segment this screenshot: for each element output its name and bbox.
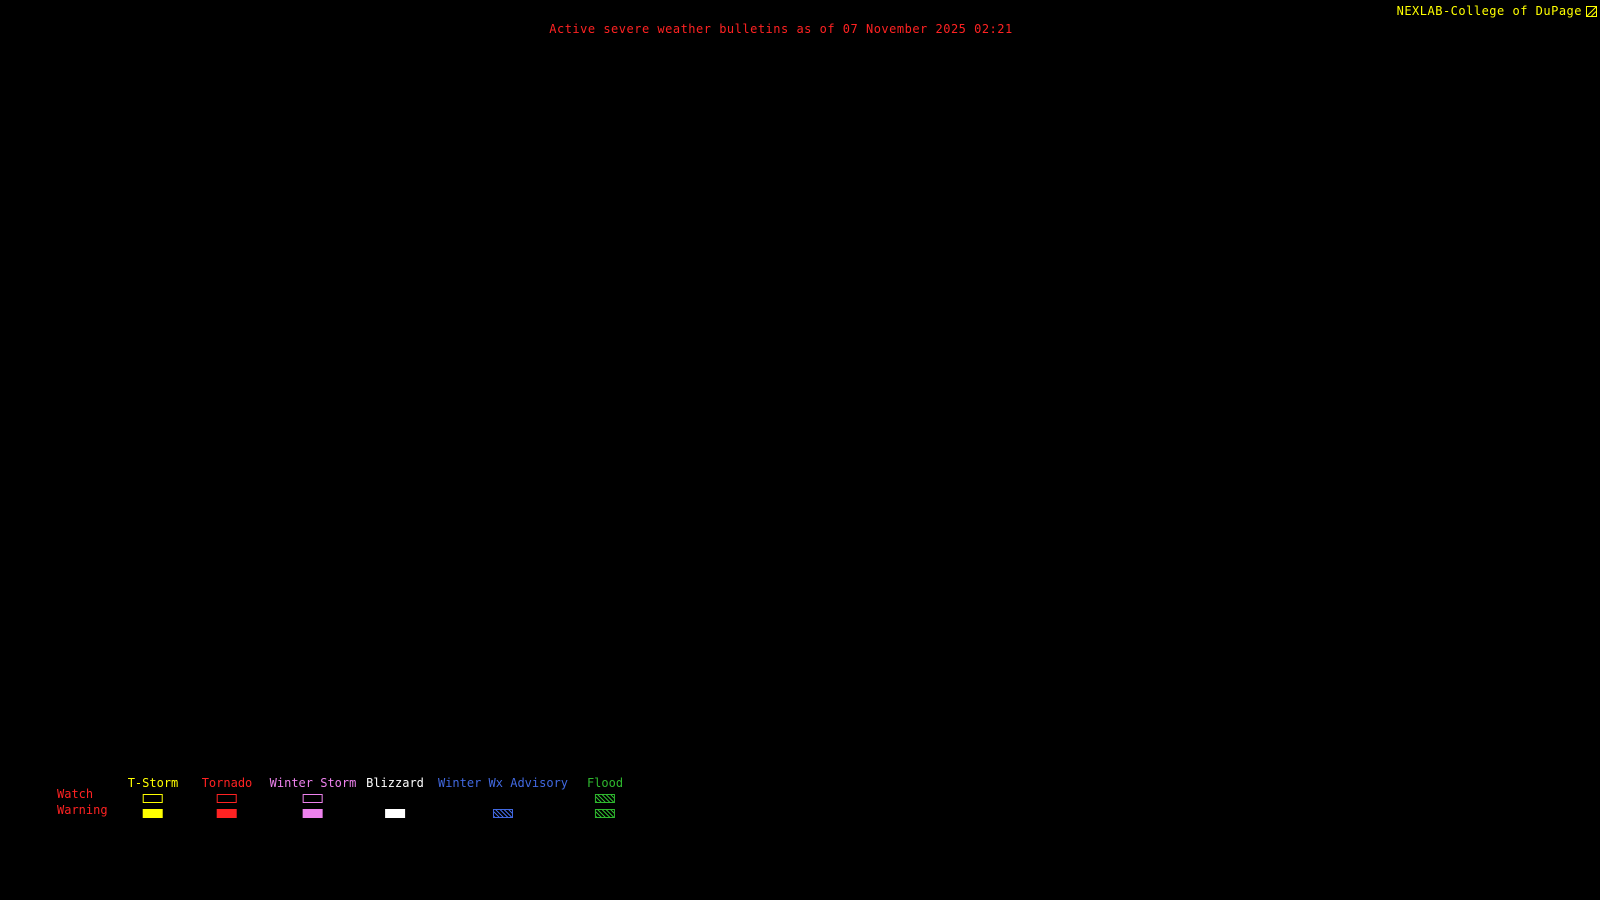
legend-row-warning-label: Warning bbox=[57, 803, 108, 817]
legend-col-label: T-Storm bbox=[127, 776, 179, 790]
warning-swatch bbox=[384, 809, 405, 818]
brand-text: NEXLAB-College of DuPage bbox=[1396, 4, 1582, 18]
nexlab-logo-icon bbox=[1586, 5, 1597, 17]
legend-col-tornado: Tornado bbox=[201, 776, 253, 818]
watch-swatch bbox=[142, 794, 163, 803]
legend-col-label: Flood bbox=[586, 776, 624, 790]
legend-col-winter-wx-advisory: Winter Wx Advisory bbox=[438, 777, 568, 818]
legend-col-blizzard: Blizzard bbox=[366, 777, 424, 818]
warning-swatch bbox=[142, 809, 163, 818]
legend: Watch Warning T-Storm Tornado Winter Sto… bbox=[0, 775, 720, 823]
legend-col-winter-storm: Winter Storm bbox=[269, 776, 357, 818]
legend-col-label: Tornado bbox=[201, 776, 253, 790]
warning-swatch bbox=[216, 809, 237, 818]
bulletin-title: Active severe weather bulletins as of 07… bbox=[549, 22, 1013, 36]
warning-swatch bbox=[302, 809, 323, 818]
watch-swatch bbox=[595, 794, 615, 803]
watch-swatch bbox=[216, 794, 237, 803]
brand-label: NEXLAB-College of DuPage bbox=[1397, 4, 1597, 18]
warning-swatch bbox=[492, 809, 513, 818]
legend-col-label: Blizzard bbox=[366, 776, 424, 790]
watch-swatch bbox=[302, 794, 323, 803]
legend-col-label: Winter Storm bbox=[269, 776, 357, 790]
legend-col-flood: Flood bbox=[587, 777, 623, 818]
warning-swatch bbox=[595, 809, 615, 818]
legend-col-tstorm: T-Storm bbox=[127, 776, 179, 818]
legend-row-watch-label: Watch bbox=[57, 787, 94, 801]
legend-col-label: Winter Wx Advisory bbox=[437, 776, 569, 790]
